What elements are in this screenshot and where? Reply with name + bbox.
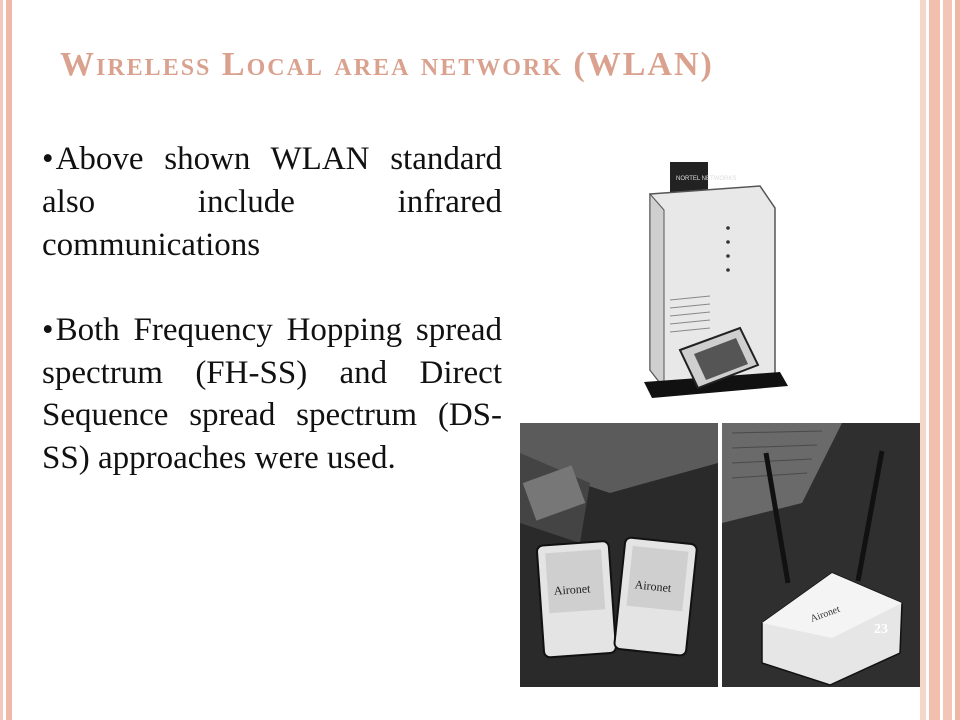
pc-cards-photo: Aironet Aironet — [520, 423, 718, 687]
slide-title: Wireless Local area network (WLAN) — [60, 46, 714, 83]
base-station-photo: Aironet — [722, 423, 920, 687]
access-point-photo: NORTEL NETWORKS — [640, 150, 790, 400]
base-station-illustration: Aironet — [722, 423, 920, 687]
aironet-card-label-2: Aironet — [634, 577, 673, 595]
right-decorative-border — [920, 0, 960, 720]
nortel-logo-label: NORTEL NETWORKS — [676, 176, 736, 182]
bullet-list: Above shown WLAN standard also include i… — [42, 138, 502, 522]
aironet-card-label-1: Aironet — [553, 581, 591, 598]
pc-cards-illustration: Aironet Aironet — [520, 423, 718, 687]
access-point-illustration: NORTEL NETWORKS — [640, 150, 790, 400]
bullet-item-infrared: Above shown WLAN standard also include i… — [42, 138, 502, 267]
left-decorative-border — [0, 0, 12, 720]
bullet-item-spread-spectrum: Both Frequency Hopping spread spectrum (… — [42, 309, 502, 481]
slide-number: 23 — [874, 622, 888, 637]
